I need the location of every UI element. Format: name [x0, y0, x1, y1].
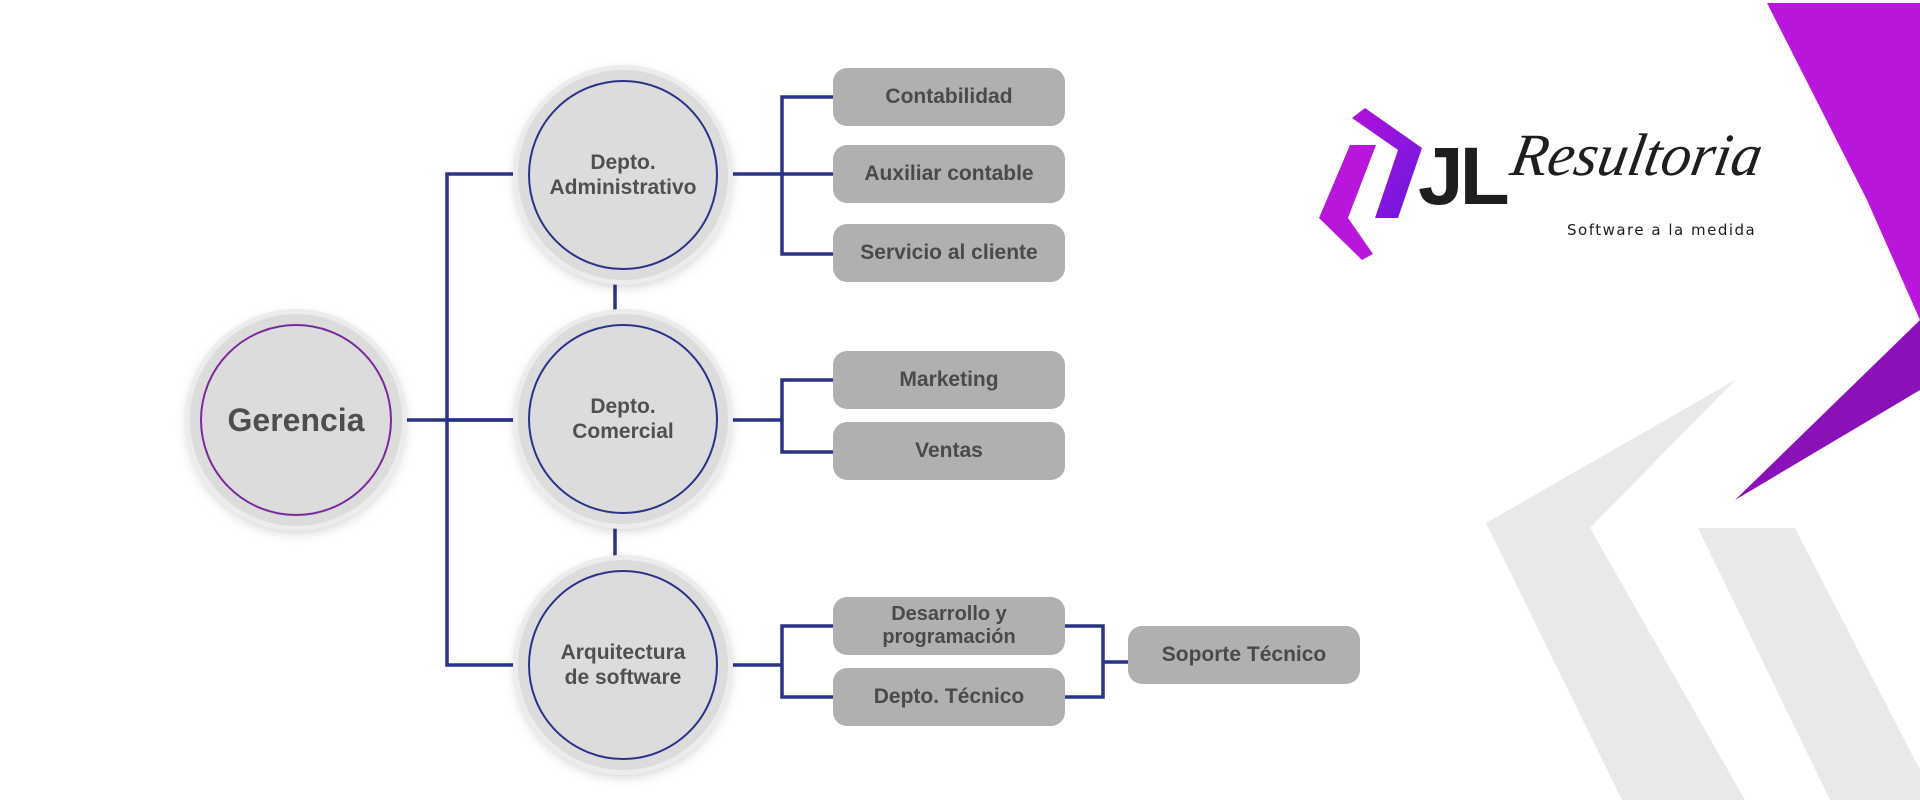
depto-tecnico-label: Depto. Técnico [873, 685, 1025, 708]
marketing-label: Marketing [899, 368, 999, 391]
arquitectura-software-label: Arquitectura de software [560, 641, 686, 689]
marketing-box: Marketing [833, 351, 1065, 409]
ventas-box: Ventas [833, 422, 1065, 480]
purple-stripe-shape [1767, 3, 1920, 320]
soporte-tecnico-box: Soporte Técnico [1128, 626, 1360, 684]
ventas-label: Ventas [915, 439, 983, 462]
gerencia-node: Gerencia [190, 314, 402, 526]
depto-administrativo-label: Depto. Administrativo [549, 151, 697, 199]
depto-comercial-node: Depto. Comercial [518, 314, 728, 524]
servicio-cliente-box: Servicio al cliente [833, 224, 1065, 282]
desarrollo-programacion-box: Desarrollo y programación [833, 597, 1065, 655]
logo-letters: JL [1418, 131, 1510, 222]
servicio-cliente-label: Servicio al cliente [860, 241, 1038, 264]
depto-comercial-ring [528, 324, 718, 514]
arquitectura-software-ring [528, 570, 718, 760]
gerencia-ring [200, 324, 392, 516]
gray-chevron-shape-1 [1486, 380, 1745, 800]
depto-administrativo-node: Depto. Administrativo [518, 70, 728, 280]
depto-administrativo-ring [528, 80, 718, 270]
gerencia-label: Gerencia [227, 402, 365, 438]
auxiliar-contable-box: Auxiliar contable [833, 145, 1065, 203]
logo-wordmark: Resultoria [1506, 122, 1768, 188]
desarrollo-programacion-label: Desarrollo y programación [882, 603, 1016, 648]
gray-chevron-shape-2 [1698, 528, 1920, 800]
contabilidad-box: Contabilidad [833, 68, 1065, 126]
logo-tagline: Software a la medida [1567, 221, 1757, 239]
auxiliar-contable-label: Auxiliar contable [864, 162, 1034, 185]
connector-lines [402, 95, 1128, 699]
violet-triangle-shape [1735, 320, 1920, 500]
soporte-tecnico-label: Soporte Técnico [1161, 643, 1327, 666]
arquitectura-software-node: Arquitectura de software [518, 560, 728, 770]
double-chevron-logo-icon [1319, 108, 1422, 260]
depto-comercial-label: Depto. Comercial [572, 395, 674, 443]
depto-tecnico-box: Depto. Técnico [833, 668, 1065, 726]
contabilidad-label: Contabilidad [885, 85, 1013, 108]
